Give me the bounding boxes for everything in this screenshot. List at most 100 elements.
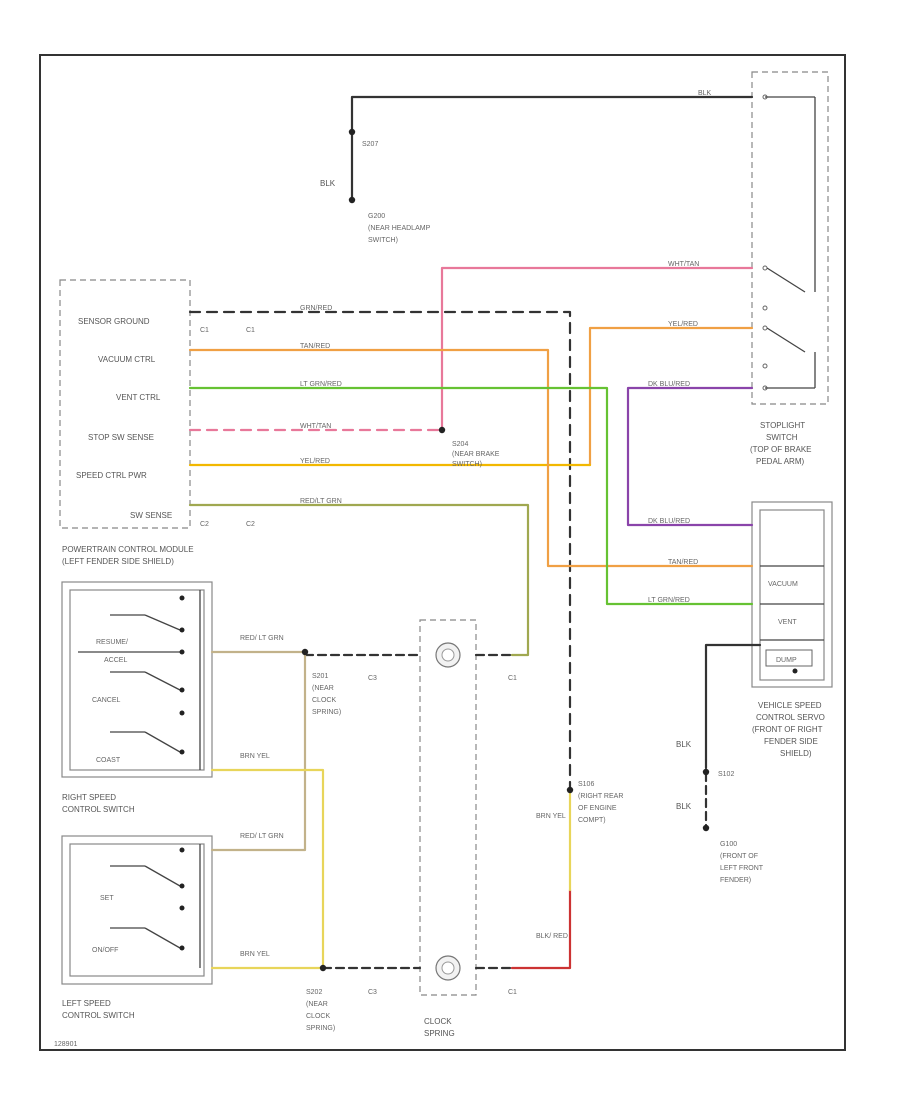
label-speed-pwr: YEL/RED — [300, 458, 330, 465]
servo-title-1: VEHICLE SPEED — [758, 701, 822, 710]
servo-title-2: CONTROL SERVO — [756, 713, 825, 722]
label-g100-2: (FRONT OF — [720, 853, 758, 860]
pcm-title-2: (LEFT FENDER SIDE SHIELD) — [62, 557, 174, 566]
pcm-pin-c1-b: C1 — [246, 327, 255, 334]
label-s201-2: (NEAR — [312, 685, 334, 692]
clock-c3-lower: C3 — [368, 989, 377, 996]
label-g100-4: FENDER) — [720, 877, 751, 884]
wire-sensor-ground — [188, 310, 572, 792]
label-s106-1: S106 — [578, 781, 594, 788]
splice-s207 — [348, 128, 356, 136]
label-vacuum: TAN/RED — [300, 343, 330, 350]
right-switch-inner — [69, 589, 205, 771]
ground-g200 — [348, 196, 356, 204]
right-switch-box — [61, 581, 213, 778]
clock-spring-coil-upper-inner — [441, 648, 455, 662]
clock-spring-coil-lower-inner — [441, 961, 455, 975]
splice-s204 — [438, 426, 446, 434]
right-switch-cancel: CANCEL — [92, 697, 121, 704]
splice-s201 — [301, 648, 309, 656]
label-s207: S207 — [362, 141, 378, 148]
footer-code: 128901 — [54, 1041, 77, 1048]
label-blk-servo-1: BLK — [676, 740, 692, 749]
left-switch-inner — [69, 843, 205, 977]
pcm-row-speed-ctrl-pwr: SPEED CTRL PWR — [76, 471, 147, 480]
clock-c1-upper: C1 — [508, 675, 517, 682]
wire-vacuum — [188, 348, 754, 568]
stoplight-title-2: SWITCH — [766, 433, 798, 442]
label-s202-2: (NEAR — [306, 1001, 328, 1008]
label-s204-2: (NEAR BRAKE — [452, 451, 500, 458]
pcm-box — [59, 279, 191, 529]
left-switch-title-2: CONTROL SWITCH — [62, 1011, 135, 1020]
servo-inner-box — [759, 509, 825, 681]
servo-title-4: FENDER SIDE — [764, 737, 818, 746]
label-s202-1: S202 — [306, 989, 322, 996]
label-g100-1: G100 — [720, 841, 737, 848]
label-s102: S102 — [718, 771, 734, 778]
wire-s201-down — [210, 653, 307, 852]
label-brn-yel-s106: BRN YEL — [536, 813, 566, 820]
label-blk-g200: BLK — [320, 179, 336, 188]
pcm-row-stop-sw-sense: STOP SW SENSE — [88, 433, 154, 442]
label-blk-top: BLK — [698, 90, 712, 97]
label-g100-3: LEFT FRONT — [720, 865, 764, 872]
label-blk-red: BLK/ RED — [536, 933, 568, 940]
wire-sw-sense — [188, 503, 530, 657]
pcm-title-1: POWERTRAIN CONTROL MODULE — [62, 545, 194, 554]
wire-stop-sense-upper — [440, 266, 754, 432]
servo-vacuum-label: VACUUM — [768, 581, 798, 588]
label-s202-4: SPRING) — [306, 1025, 335, 1032]
stoplight-contacts — [762, 94, 816, 391]
label-stop-sense-upper: WHT/TAN — [668, 261, 699, 268]
left-switch-set: SET — [100, 895, 114, 902]
splice-s106 — [566, 786, 574, 794]
stoplight-title-3: (TOP OF BRAKE — [750, 445, 812, 454]
splice-s102 — [702, 768, 710, 776]
pcm-row-sensor-ground: SENSOR GROUND — [78, 317, 150, 326]
label-s106-4: COMPT) — [578, 817, 606, 824]
clock-c1-lower: C1 — [508, 989, 517, 996]
label-blk-servo-2: BLK — [676, 802, 692, 811]
servo-title-3: (FRONT OF RIGHT — [752, 725, 823, 734]
label-red-ltgrn-2: RED/ LT GRN — [240, 833, 284, 840]
left-switch-contacts — [110, 844, 201, 968]
pcm-pin-c1-a: C1 — [200, 327, 209, 334]
stoplight-title-4: PEDAL ARM) — [756, 457, 804, 466]
label-vacuum-servo: TAN/RED — [668, 559, 698, 566]
clock-spring-box — [419, 619, 477, 996]
clock-spring-title-1: CLOCK — [424, 1017, 452, 1026]
clock-spring-title-2: SPRING — [424, 1029, 455, 1038]
label-g200-3: SWITCH) — [368, 237, 398, 244]
pcm-row-vent-ctrl: VENT CTRL — [116, 393, 161, 402]
label-dk-blu-lower: DK BLU/RED — [648, 518, 690, 525]
servo-box — [751, 501, 833, 688]
label-s201-1: S201 — [312, 673, 328, 680]
ground-g100 — [702, 824, 710, 832]
wire-dk-blu — [626, 386, 754, 527]
right-switch-title-1: RIGHT SPEED — [62, 793, 116, 802]
label-dk-blu-upper: DK BLU/RED — [648, 381, 690, 388]
stoplight-title-1: STOPLIGHT — [760, 421, 805, 430]
label-yel-red-upper: YEL/RED — [668, 321, 698, 328]
label-brn-yel-2: BRN YEL — [240, 951, 270, 958]
right-switch-resume: RESUME/ — [96, 639, 128, 646]
wire-blk-red — [510, 888, 572, 970]
label-vent-servo: LT GRN/RED — [648, 597, 690, 604]
left-switch-box — [61, 835, 213, 985]
label-red-ltgrn-1: RED/ LT GRN — [240, 635, 284, 642]
pcm-pin-c2-a: C2 — [200, 521, 209, 528]
left-switch-title-1: LEFT SPEED — [62, 999, 111, 1008]
label-s201-4: SPRING) — [312, 709, 341, 716]
pcm-row-sw-sense: SW SENSE — [130, 511, 172, 520]
wire-vent — [188, 386, 754, 606]
label-g200-1: G200 — [368, 213, 385, 220]
wire-brn-yel-right — [210, 768, 325, 970]
wire-servo-blk — [704, 643, 762, 762]
wire-blk-top — [350, 95, 754, 202]
label-sensor-ground: GRN/RED — [300, 305, 332, 312]
right-switch-contacts — [78, 590, 201, 770]
label-g200-2: (NEAR HEADLAMP — [368, 225, 431, 232]
servo-title-5: SHIELD) — [780, 749, 812, 758]
